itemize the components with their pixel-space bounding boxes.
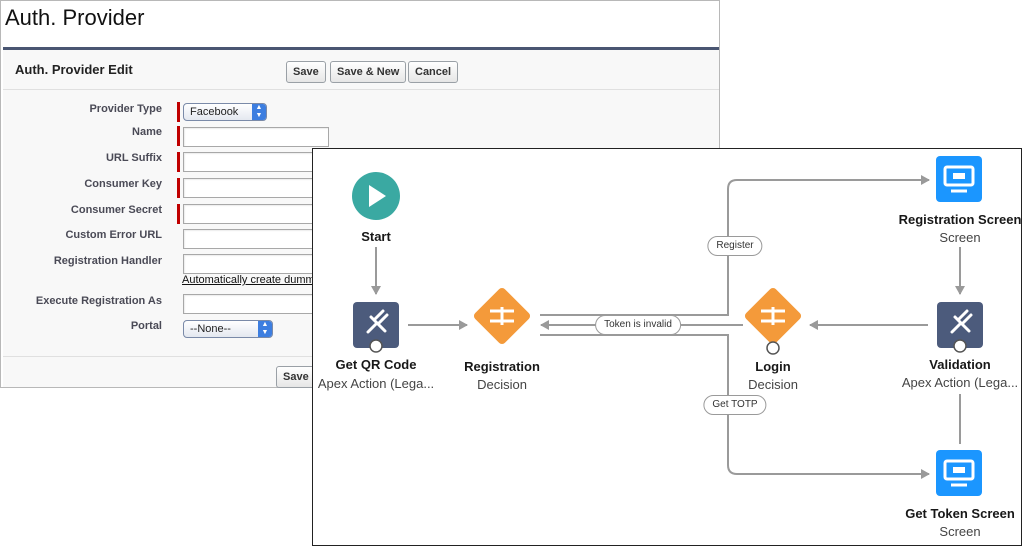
footer-save-button[interactable]: Save xyxy=(276,366,316,388)
login-label: Login xyxy=(755,359,791,374)
registration-handler-input[interactable] xyxy=(183,254,329,274)
provider-type-value: Facebook xyxy=(190,106,239,118)
provider-type-select[interactable]: Facebook ▲▼ xyxy=(183,103,267,121)
get-token-screen-label: Get Token Screen xyxy=(905,506,1015,521)
url-suffix-label: URL Suffix xyxy=(105,152,162,164)
required-indicator xyxy=(177,178,180,198)
flow-connectors xyxy=(352,156,983,496)
custom-error-url-label: Custom Error URL xyxy=(65,229,162,241)
save-button[interactable]: Save xyxy=(286,61,326,83)
edit-heading: Auth. Provider Edit xyxy=(15,62,133,77)
page-title: Auth. Provider xyxy=(5,5,145,30)
get-qr-code-label: Get QR Code xyxy=(335,357,417,372)
start-label: Start xyxy=(361,229,391,244)
select-arrows-icon: ▲▼ xyxy=(252,104,266,120)
decision-icon[interactable] xyxy=(472,286,531,345)
required-indicator xyxy=(177,102,180,122)
name-input[interactable] xyxy=(183,127,329,147)
consumer-secret-label: Consumer Secret xyxy=(70,204,162,216)
portal-select[interactable]: --None-- ▲▼ xyxy=(183,320,273,338)
required-indicator xyxy=(177,126,180,146)
connector-label-get-totp[interactable]: Get TOTP xyxy=(703,395,767,415)
apex-plug-icon[interactable] xyxy=(353,302,399,353)
auto-create-user-link[interactable]: Automatically create dumm xyxy=(182,274,315,286)
connector-register xyxy=(540,175,930,316)
select-arrows-icon: ▲▼ xyxy=(258,321,272,337)
registration-screen-type: Screen xyxy=(939,230,981,245)
screen-icon[interactable] xyxy=(936,450,982,496)
required-indicator xyxy=(177,152,180,172)
cancel-button[interactable]: Cancel xyxy=(408,61,459,83)
decision-icon[interactable] xyxy=(743,286,802,355)
consumer-key-input[interactable] xyxy=(183,178,329,198)
login-type: Decision xyxy=(748,377,798,392)
registration-screen-label: Registration Screen xyxy=(898,212,1022,227)
required-indicator xyxy=(177,204,180,224)
url-suffix-input[interactable] xyxy=(183,152,329,172)
portal-value: --None-- xyxy=(190,323,231,335)
get-qr-code-type: Apex Action (Lega... xyxy=(317,376,435,391)
consumer-secret-input[interactable] xyxy=(183,204,329,224)
registration-label: Registration xyxy=(464,359,540,374)
registration-handler-label: Registration Handler xyxy=(53,255,162,267)
save-and-new-button[interactable]: Save & New xyxy=(330,61,407,83)
connector-get-totp xyxy=(540,334,930,479)
custom-error-url-input[interactable] xyxy=(183,229,329,249)
provider-type-label: Provider Type xyxy=(89,103,162,115)
start-node-icon[interactable] xyxy=(352,172,400,220)
registration-type: Decision xyxy=(477,377,527,392)
apex-plug-icon[interactable] xyxy=(937,302,983,353)
portal-label: Portal xyxy=(130,320,162,332)
get-token-screen-type: Screen xyxy=(939,524,981,539)
execute-registration-as-label: Execute Registration As xyxy=(35,295,162,307)
edit-header: Auth. Provider Edit Save Save & New Canc… xyxy=(3,50,719,90)
flow-canvas: Start Get QR Code Apex Action (Lega... R… xyxy=(312,148,1022,546)
execute-registration-as-input[interactable] xyxy=(183,294,329,314)
name-label: Name xyxy=(132,126,162,138)
validation-type: Apex Action (Lega... xyxy=(901,375,1019,390)
connector-label-token-invalid[interactable]: Token is invalid xyxy=(595,315,681,335)
consumer-key-label: Consumer Key xyxy=(84,178,162,190)
validation-label: Validation xyxy=(929,357,991,372)
screen-icon[interactable] xyxy=(936,156,982,202)
connector-label-register[interactable]: Register xyxy=(707,236,763,256)
